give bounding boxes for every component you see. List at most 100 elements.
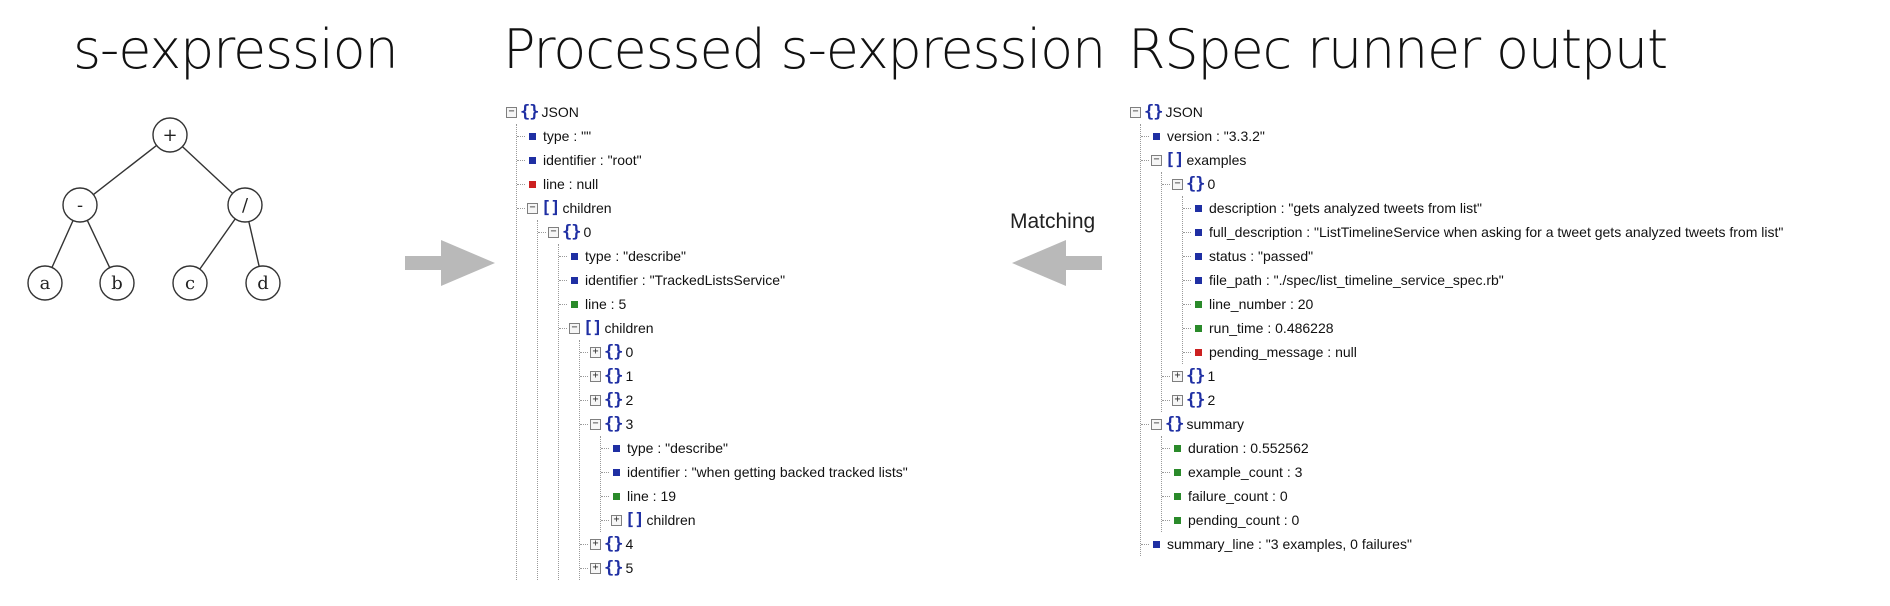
curly-braces-icon: {}: [520, 102, 540, 122]
node-label: 2: [625, 392, 634, 408]
node-label: summary: [1186, 416, 1245, 432]
number-value-icon: [613, 492, 620, 500]
plus-box-icon[interactable]: +: [1172, 394, 1183, 406]
curly-braces-icon: {}: [1186, 174, 1206, 194]
number-value-icon: [1174, 492, 1181, 500]
string-value-icon: [529, 156, 536, 164]
node-value-text: line : 19: [627, 488, 677, 504]
node-label: children: [604, 320, 654, 336]
string-value-icon: [571, 252, 578, 260]
tree-edge: [51, 220, 74, 268]
plus-box-icon[interactable]: +: [611, 514, 622, 526]
minus-box-icon[interactable]: −: [1151, 154, 1162, 166]
minus-box-icon[interactable]: −: [527, 202, 538, 214]
square-brackets-icon: []: [1165, 150, 1185, 170]
json-object-node: +{}5: [580, 556, 908, 580]
node-label: children: [646, 512, 696, 528]
string-value-icon: [1195, 204, 1202, 212]
curly-braces-icon: {}: [604, 414, 624, 434]
curly-braces-icon: {}: [1165, 414, 1185, 434]
string-value-icon: [613, 444, 620, 452]
tree-node-label: b: [111, 273, 123, 294]
curly-braces-icon: {}: [604, 342, 624, 362]
node-value-text: identifier : "when getting backed tracke…: [627, 464, 908, 480]
json-value-node: pending_count : 0: [1161, 508, 1783, 532]
tree-node-label: -: [77, 195, 83, 216]
json-value-node: version : "3.3.2": [1140, 124, 1783, 148]
node-value-text: identifier : "TrackedListsService": [585, 272, 786, 288]
tree-node-minus: -: [62, 187, 98, 223]
node-label: 1: [1207, 368, 1216, 384]
json-value-node: summary_line : "3 examples, 0 failures": [1140, 532, 1783, 556]
string-value-icon: [1195, 228, 1202, 236]
square-brackets-icon: []: [541, 198, 561, 218]
json-value-node: type : "describe": [559, 244, 908, 268]
square-brackets-icon: []: [583, 318, 603, 338]
json-object-node: +{}0: [580, 340, 908, 364]
tree-edge: [92, 144, 158, 196]
node-value-text: example_count : 3: [1188, 464, 1303, 480]
tree-edge: [248, 221, 260, 267]
sexpression-title: s-expression: [73, 18, 399, 81]
tree-node-label: /: [242, 195, 249, 216]
plus-box-icon[interactable]: +: [590, 346, 601, 358]
right-arrow-icon: [405, 240, 495, 286]
node-value-text: summary_line : "3 examples, 0 failures": [1167, 536, 1412, 552]
node-label: 0: [1207, 176, 1216, 192]
node-label: 4: [625, 536, 634, 552]
json-object-node: +{}2: [580, 388, 908, 412]
tree-node-label: d: [257, 273, 269, 294]
minus-box-icon[interactable]: −: [1130, 106, 1141, 118]
curly-braces-icon: {}: [1186, 390, 1206, 410]
node-label: JSON: [541, 104, 579, 120]
plus-box-icon[interactable]: +: [590, 562, 601, 574]
node-label: children: [562, 200, 612, 216]
string-value-icon: [613, 468, 620, 476]
minus-box-icon[interactable]: −: [1172, 178, 1183, 190]
node-label: JSON: [1165, 104, 1203, 120]
node-value-text: run_time : 0.486228: [1209, 320, 1334, 336]
plus-box-icon[interactable]: +: [590, 394, 601, 406]
tree-node-c: c: [172, 265, 208, 301]
null-value-icon: [529, 180, 536, 188]
json-array-node: +[]children: [601, 508, 908, 532]
json-value-node: identifier : "TrackedListsService": [559, 268, 908, 292]
tree-node-b: b: [99, 265, 135, 301]
json-value-node: line : 19: [601, 484, 908, 508]
node-value-text: identifier : "root": [543, 152, 642, 168]
node-value-text: type : "": [543, 128, 592, 144]
minus-box-icon[interactable]: −: [548, 226, 559, 238]
number-value-icon: [1195, 324, 1202, 332]
json-object-node: +{}2: [1161, 388, 1783, 412]
minus-box-icon[interactable]: −: [569, 322, 580, 334]
minus-box-icon[interactable]: −: [506, 106, 517, 118]
node-label: 1: [625, 368, 634, 384]
node-value-text: line : 5: [585, 296, 627, 312]
minus-box-icon[interactable]: −: [1151, 418, 1162, 430]
tree-node-slash: /: [227, 187, 263, 223]
curly-braces-icon: {}: [604, 366, 624, 386]
curly-braces-icon: {}: [1144, 102, 1164, 122]
minus-box-icon[interactable]: −: [590, 418, 601, 430]
plus-box-icon[interactable]: +: [1172, 370, 1183, 382]
node-label: 5: [625, 560, 634, 576]
json-value-node: duration : 0.552562: [1161, 436, 1783, 460]
processed-sexpression-title: Processed s-expression: [503, 18, 1106, 81]
json-object-node: +{}1: [580, 364, 908, 388]
null-value-icon: [1195, 348, 1202, 356]
matching-label: Matching: [1010, 210, 1096, 233]
number-value-icon: [1174, 468, 1181, 476]
plus-box-icon[interactable]: +: [590, 370, 601, 382]
string-value-icon: [1153, 540, 1160, 548]
rspec-output-title: RSpec runner output: [1128, 18, 1668, 81]
node-label: 3: [625, 416, 634, 432]
plus-box-icon[interactable]: +: [590, 538, 601, 550]
node-value-text: version : "3.3.2": [1167, 128, 1265, 144]
